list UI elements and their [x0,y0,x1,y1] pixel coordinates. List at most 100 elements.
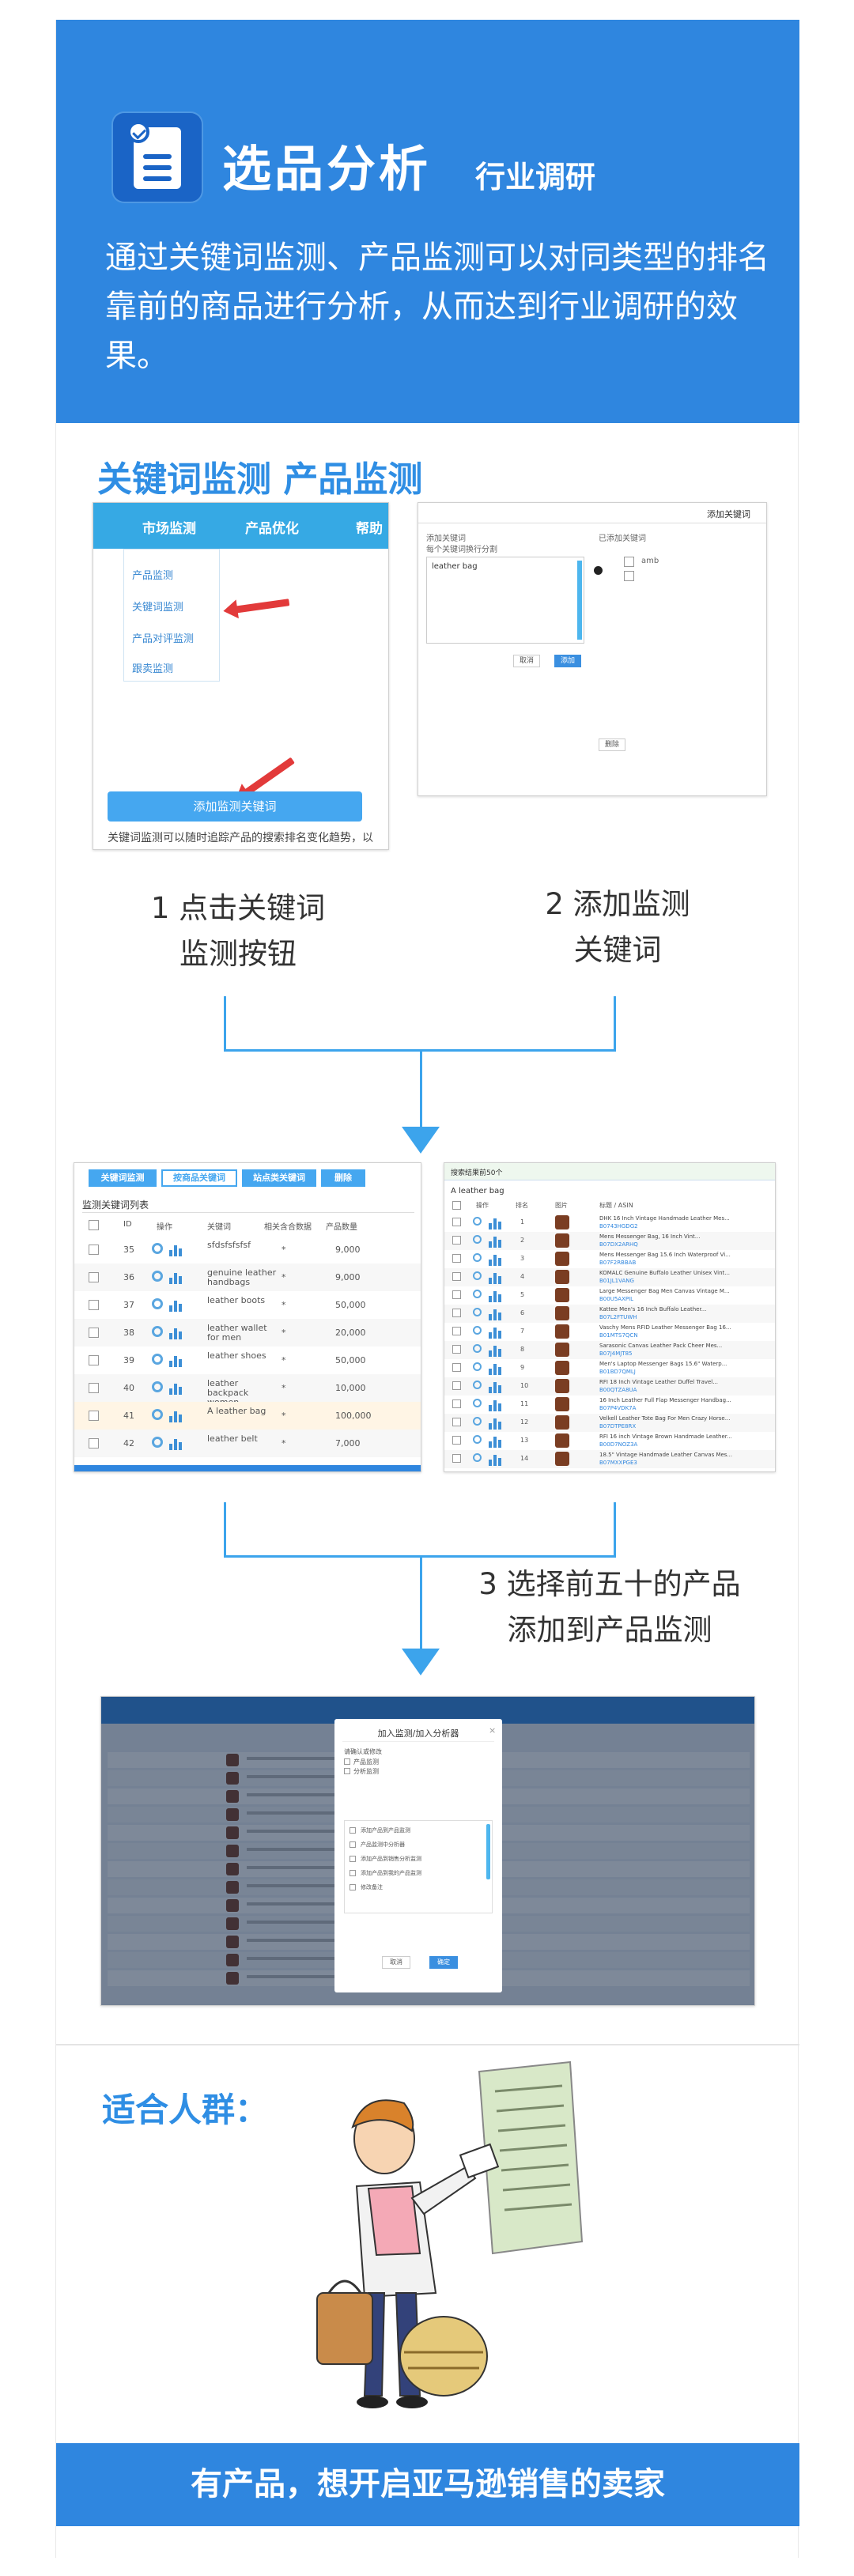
product-asin[interactable]: B07P4VDK7A [599,1405,637,1411]
tab-product-optimize[interactable]: 产品优化 [245,521,299,537]
option-checkbox[interactable] [350,1827,356,1834]
row-checkbox[interactable] [452,1381,461,1390]
option-checkbox[interactable] [350,1856,356,1862]
add-button[interactable]: 添加 [554,655,581,667]
chart-bars-icon[interactable] [169,1244,185,1256]
select-all-checkbox[interactable] [452,1201,461,1210]
search-icon[interactable] [473,1417,482,1426]
product-asin[interactable]: B07DTPE8RX [599,1423,637,1430]
search-icon[interactable] [473,1344,482,1353]
chart-bars-icon[interactable] [169,1437,185,1450]
row-checkbox[interactable] [89,1411,99,1421]
chart-bars-icon[interactable] [169,1327,185,1339]
row-checkbox[interactable] [89,1245,99,1255]
scrollbar[interactable] [577,561,582,640]
chart-bars-icon[interactable] [169,1354,185,1367]
tab-0[interactable]: 关键词监测 [89,1169,157,1187]
search-icon[interactable] [152,1298,163,1309]
chart-bars-icon[interactable] [489,1217,504,1229]
option-checkbox[interactable] [350,1884,356,1890]
row-checkbox[interactable] [452,1436,461,1445]
row-checkbox[interactable] [452,1290,461,1299]
option-checkbox[interactable] [350,1841,356,1848]
product-asin[interactable]: B00D7NOZ3A [599,1441,638,1448]
product-asin[interactable]: B00U5AXPIL [599,1296,634,1302]
chart-bars-icon[interactable] [489,1399,504,1411]
row-checkbox[interactable] [89,1328,99,1338]
product-asin[interactable]: B01JL1VANG [599,1278,634,1284]
chart-bars-icon[interactable] [489,1344,504,1357]
chart-bars-icon[interactable] [489,1271,504,1284]
menu-item-product-monitor[interactable]: 产品监测 [132,570,174,582]
remove-icon[interactable] [594,566,603,575]
chart-bars-icon[interactable] [489,1235,504,1248]
row-checkbox[interactable] [89,1383,99,1393]
search-icon[interactable] [473,1362,482,1371]
search-icon[interactable] [473,1308,482,1316]
row-checkbox[interactable] [452,1218,461,1226]
product-asin[interactable]: B07L2FTUWH [599,1314,637,1320]
chart-bars-icon[interactable] [489,1362,504,1375]
search-icon[interactable] [473,1453,482,1462]
scrollbar[interactable] [486,1824,490,1879]
search-icon[interactable] [473,1290,482,1298]
cancel-button[interactable]: 取消 [382,1956,410,1969]
search-icon[interactable] [152,1381,163,1392]
tab-help[interactable]: 帮助 [356,521,383,537]
product-asin[interactable]: B0743HGDG2 [599,1223,638,1229]
add-keyword-button[interactable]: 添加监测关键词 [108,791,362,822]
search-icon[interactable] [473,1235,482,1244]
confirm-button[interactable]: 确定 [429,1956,458,1969]
chart-bars-icon[interactable] [169,1410,185,1422]
chart-bars-icon[interactable] [489,1435,504,1448]
search-icon[interactable] [152,1409,163,1420]
search-icon[interactable] [473,1326,482,1335]
search-icon[interactable] [473,1435,482,1444]
search-icon[interactable] [152,1326,163,1337]
product-asin[interactable]: B01MTS7QCN [599,1332,638,1339]
tab-2[interactable]: 站点类关键词 [242,1169,316,1187]
search-icon[interactable] [473,1253,482,1262]
search-icon[interactable] [473,1381,482,1389]
search-icon[interactable] [473,1217,482,1226]
row-checkbox[interactable] [452,1327,461,1335]
search-icon[interactable] [152,1354,163,1365]
keyword-textarea[interactable]: leather bag [426,557,584,644]
checkbox[interactable] [624,557,634,567]
search-icon[interactable] [152,1271,163,1282]
row-checkbox[interactable] [452,1254,461,1263]
product-asin[interactable]: B01BD7QMLJ [599,1369,636,1375]
row-checkbox[interactable] [89,1438,99,1449]
row-checkbox[interactable] [452,1272,461,1281]
chart-bars-icon[interactable] [489,1290,504,1302]
row-checkbox[interactable] [452,1363,461,1372]
row-checkbox[interactable] [89,1272,99,1282]
chart-bars-icon[interactable] [489,1453,504,1466]
product-asin[interactable]: B07J4MJT85 [599,1350,633,1357]
chart-bars-icon[interactable] [489,1308,504,1320]
row-checkbox[interactable] [452,1309,461,1317]
chart-bars-icon[interactable] [169,1271,185,1284]
product-asin[interactable]: B07DX2ARHQ [599,1241,638,1248]
search-icon[interactable] [152,1437,163,1448]
tab-1[interactable]: 按商品关键词 [161,1169,237,1187]
row-checkbox[interactable] [452,1399,461,1408]
product-asin[interactable]: B00QTZA8UA [599,1387,637,1393]
delete-button[interactable]: 删除 [599,738,625,751]
chart-bars-icon[interactable] [489,1253,504,1266]
